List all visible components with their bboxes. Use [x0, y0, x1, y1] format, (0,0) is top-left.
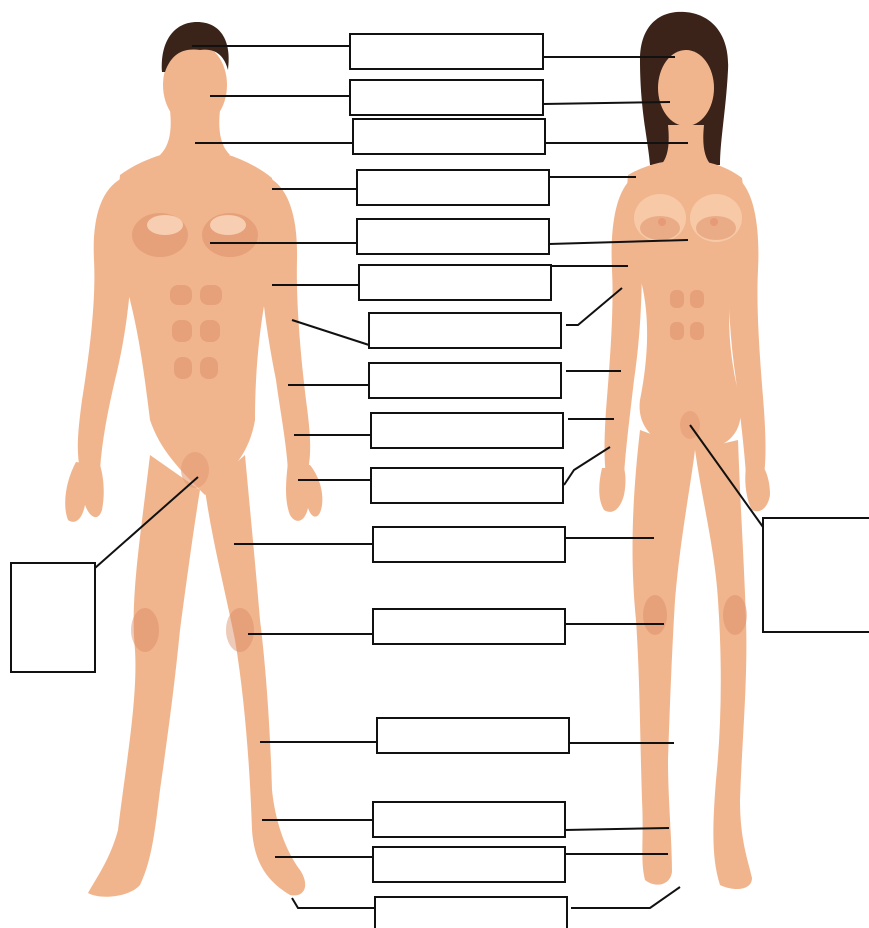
- label-box-10[interactable]: [371, 468, 563, 503]
- label-box-8[interactable]: [369, 363, 561, 398]
- leader-line-male-16: [292, 898, 375, 908]
- label-box-4[interactable]: [357, 170, 549, 205]
- label-box-14[interactable]: [373, 802, 565, 837]
- label-box-16[interactable]: [375, 897, 567, 928]
- label-box-female-groin[interactable]: [763, 518, 869, 632]
- label-box-male-groin[interactable]: [11, 563, 95, 672]
- leader-line-male-7: [292, 320, 369, 345]
- label-box-12[interactable]: [373, 609, 565, 644]
- label-box-7[interactable]: [369, 313, 561, 348]
- label-box-5[interactable]: [357, 219, 549, 254]
- label-box-6[interactable]: [359, 265, 551, 300]
- label-box-13[interactable]: [377, 718, 569, 753]
- label-box-3[interactable]: [353, 119, 545, 154]
- label-box-1[interactable]: [350, 34, 543, 69]
- label-box-11[interactable]: [373, 527, 565, 562]
- label-box-15[interactable]: [373, 847, 565, 882]
- male-figure: [65, 22, 322, 897]
- leader-line-female-16: [571, 887, 680, 908]
- label-box-9[interactable]: [371, 413, 563, 448]
- label-box-2[interactable]: [350, 80, 543, 115]
